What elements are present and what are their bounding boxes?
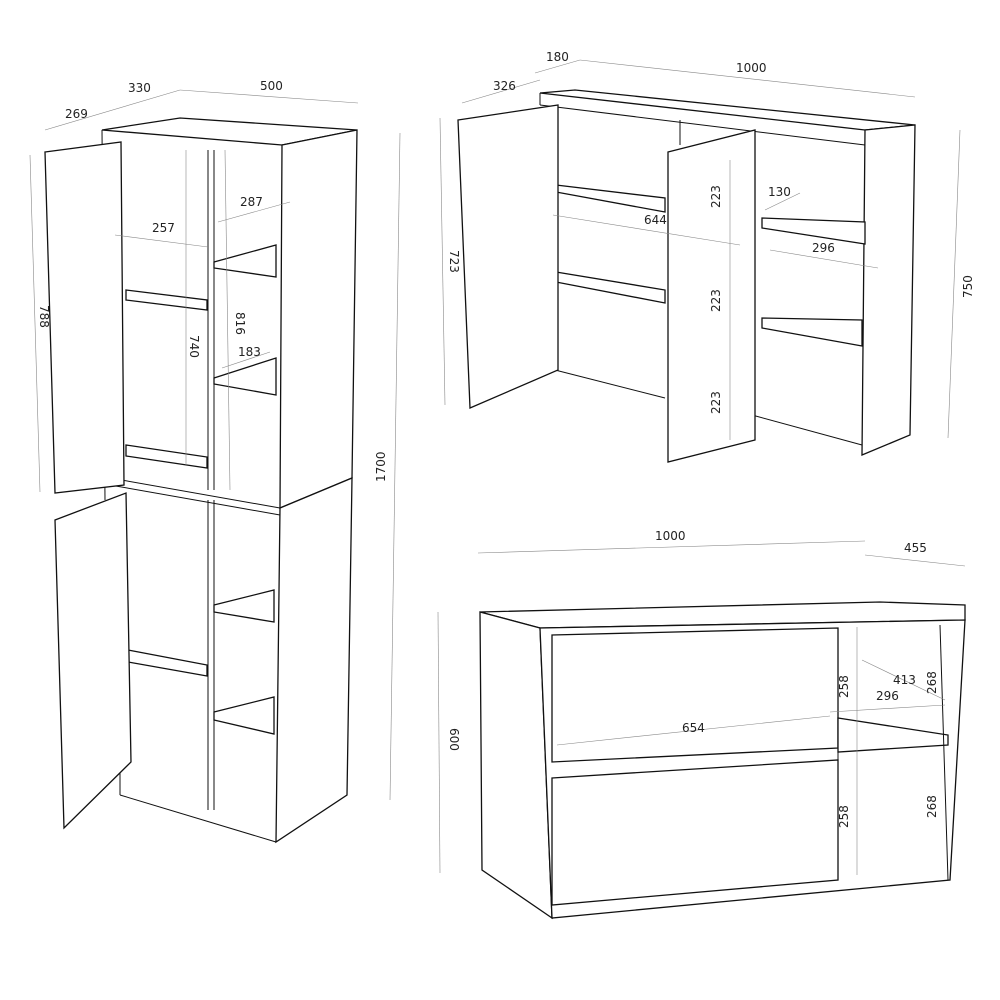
dim-1000-bottom: 1000 xyxy=(655,529,686,543)
dim-223-1: 223 xyxy=(709,185,723,208)
dim-1700: 1700 xyxy=(374,451,388,482)
dim-269: 269 xyxy=(65,107,88,121)
dim-740: 740 xyxy=(187,335,201,358)
dim-500: 500 xyxy=(260,79,283,93)
dim-296-bottom: 296 xyxy=(876,689,899,703)
lower-door xyxy=(54,492,132,830)
dim-455: 455 xyxy=(904,541,927,555)
dim-326: 326 xyxy=(493,79,516,93)
dim-268-bottom: 268 xyxy=(925,795,939,818)
dim-223-2: 223 xyxy=(709,289,723,312)
dim-257: 257 xyxy=(152,221,175,235)
bottom-drawer xyxy=(551,759,839,906)
dim-788: 788 xyxy=(37,305,51,328)
dim-723: 723 xyxy=(447,250,461,273)
dim-600: 600 xyxy=(447,728,461,751)
dim-654: 654 xyxy=(682,721,705,735)
dim-287: 287 xyxy=(240,195,263,209)
dim-223-3: 223 xyxy=(709,391,723,414)
base-cabinet xyxy=(437,540,966,920)
upper-door xyxy=(44,141,125,494)
dim-268-top: 268 xyxy=(925,671,939,694)
dim-296-top: 296 xyxy=(812,241,835,255)
right-door xyxy=(667,129,756,463)
dim-130: 130 xyxy=(768,185,791,199)
tall-cabinet xyxy=(29,89,401,844)
dim-1000-top: 1000 xyxy=(736,61,767,75)
dim-258-bottom: 258 xyxy=(837,805,851,828)
left-door xyxy=(457,104,559,409)
dim-816: 816 xyxy=(233,312,247,335)
dim-180: 180 xyxy=(546,50,569,64)
dim-330: 330 xyxy=(128,81,151,95)
dim-183: 183 xyxy=(238,345,261,359)
wall-cabinet xyxy=(439,59,961,463)
dim-644: 644 xyxy=(644,213,667,227)
dim-258-top: 258 xyxy=(837,675,851,698)
dim-413: 413 xyxy=(893,673,916,687)
top-drawer xyxy=(551,627,839,763)
dim-750: 750 xyxy=(961,275,975,298)
